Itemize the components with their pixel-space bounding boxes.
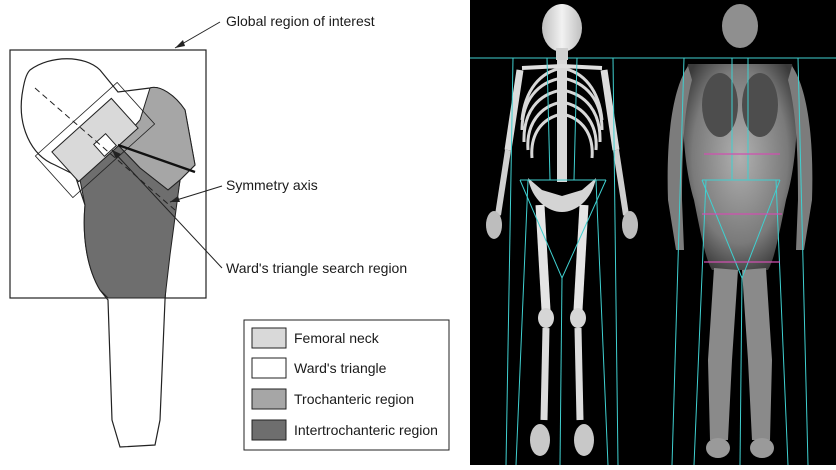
svg-text:Intertrochanteric region: Intertrochanteric region	[294, 422, 438, 438]
legend-item-femoral-neck: Femoral neck	[252, 328, 380, 348]
femur-roi-diagram: Global region of interest Symmetry axis …	[0, 0, 470, 465]
legend: Femoral neck Ward's triangle Trochanteri…	[244, 320, 449, 450]
svg-text:Femoral neck: Femoral neck	[294, 330, 380, 346]
symmetry-axis-label: Symmetry axis	[226, 177, 318, 193]
wards-search-label: Ward's triangle search region	[226, 260, 407, 276]
legend-item-intertrochanteric: Intertrochanteric region	[252, 420, 438, 440]
legend-item-wards-triangle: Ward's triangle	[252, 358, 387, 378]
svg-text:Trochanteric region: Trochanteric region	[294, 391, 414, 407]
global-roi-label: Global region of interest	[226, 13, 375, 29]
dxa-scan-panel	[470, 0, 836, 465]
legend-item-trochanteric: Trochanteric region	[252, 389, 414, 409]
svg-text:Ward's triangle: Ward's triangle	[294, 360, 387, 376]
